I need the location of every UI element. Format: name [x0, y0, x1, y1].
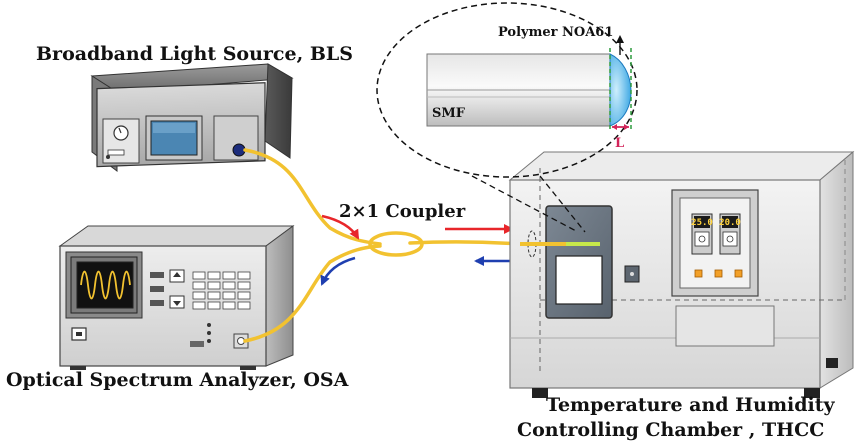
smf-label: SMF: [432, 106, 466, 121]
osa-key: [207, 271, 221, 280]
osa-key: [207, 281, 221, 290]
osa-keypad: [150, 269, 185, 309]
coupler-label: 2×1 Coupler: [339, 201, 466, 222]
magnified-inset: [376, 2, 638, 178]
left-temp-display: 25.0: [691, 218, 713, 228]
smf-fiber-closeup: [426, 53, 611, 127]
chamber-foot: [804, 388, 820, 398]
osa-key-grid: [192, 271, 251, 310]
indicator-light: [734, 269, 743, 278]
osa-key: [237, 271, 251, 280]
osa-label: Optical Spectrum Analyzer, OSA: [6, 369, 349, 391]
thcc-chamber: 25.0 20.0: [508, 150, 855, 398]
polymer-label: Polymer NOA61: [498, 25, 613, 40]
right-temp-display: 20.0: [719, 218, 741, 228]
indicator-light: [694, 269, 703, 278]
osa-key: [222, 301, 236, 310]
length-label: L: [615, 136, 624, 151]
fiber-coupler-to-osa: [243, 244, 382, 343]
bls-device: [90, 63, 294, 173]
osa-key: [192, 291, 206, 300]
thcc-label-line1: Temperature and Humidity: [546, 394, 836, 416]
osa-screen: [76, 261, 134, 309]
osa-device: [58, 225, 295, 370]
osa-key: [192, 271, 206, 280]
coupler-loop: [368, 231, 424, 257]
osa-key: [237, 301, 251, 310]
polymer-tip: [609, 53, 632, 127]
osa-key: [237, 281, 251, 290]
output-arrow-blue: [320, 256, 356, 286]
chamber-window: [555, 255, 603, 305]
osa-key: [222, 271, 236, 280]
osa-key: [192, 281, 206, 290]
osa-key: [237, 291, 251, 300]
left-controller: 25.0: [691, 213, 713, 255]
fiber-bls-to-coupler: [243, 148, 382, 246]
chamber-foot: [532, 388, 548, 398]
right-controller: 20.0: [719, 213, 741, 255]
thcc-label-line2: Controlling Chamber , THCC: [517, 419, 824, 441]
bls-label: Broadband Light Source, BLS: [36, 43, 353, 65]
input-arrow-red: [321, 214, 360, 240]
osa-key: [207, 301, 221, 310]
osa-spectrum-trace: [80, 270, 131, 300]
bls-output-port: [232, 143, 246, 157]
osa-key: [222, 291, 236, 300]
osa-key: [222, 281, 236, 290]
indicator-light: [714, 269, 723, 278]
osa-key: [192, 301, 206, 310]
chamber-foot: [826, 358, 838, 368]
osa-key: [207, 291, 221, 300]
